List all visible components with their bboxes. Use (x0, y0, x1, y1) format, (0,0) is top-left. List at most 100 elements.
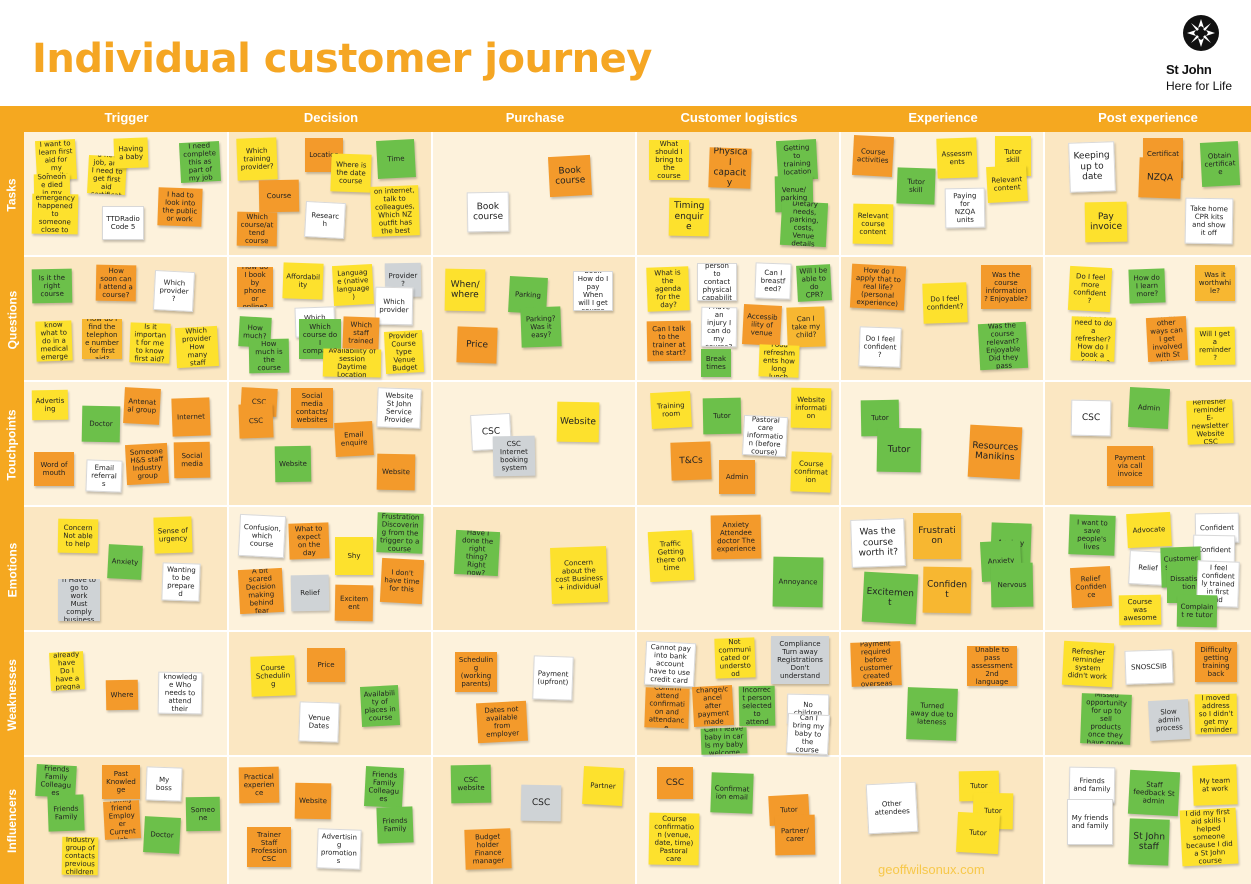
row-label-influencers: Influencers (0, 757, 24, 884)
cell-emotions-purchase: Have I done the right thing? Right now?C… (433, 507, 635, 630)
sticky-note: I have an injury I can do my course? (700, 306, 738, 348)
sticky-note: Will I get a reminder? (1194, 326, 1236, 366)
sticky-note: Which training provider? (236, 137, 278, 181)
sticky-note: Is it the right course (31, 268, 73, 304)
sticky-note: My team at work (1192, 764, 1238, 806)
sticky-note: Doctor (143, 816, 181, 854)
sticky-note: How do I book by phone or online? (237, 267, 273, 307)
sticky-note: Which staff trained (342, 316, 380, 350)
sticky-note: Which course Which provider How many sta… (174, 325, 220, 369)
sticky-note: Friends and family (1068, 766, 1116, 804)
sticky-note: Book course (466, 191, 510, 233)
sticky-note: Affordability (282, 262, 324, 300)
sticky-note: Physical capacity (708, 147, 752, 189)
sticky-note: Antenatal group (123, 387, 161, 425)
sticky-note: Partner/ carer (774, 814, 816, 856)
sticky-note: Excitement (861, 571, 919, 625)
cell-tasks-trigger: I want to learn first aid for my familyS… (24, 132, 227, 255)
sticky-note: Missed opportunity for up to sell produc… (1080, 693, 1132, 745)
sticky-note: Obtain certificate (1199, 141, 1241, 187)
sticky-note: I moved address so I didn't get my remin… (1194, 693, 1238, 735)
sticky-note: Food refreshments how long lunch (758, 344, 800, 378)
sticky-note: How do I learn more? (1128, 268, 1166, 304)
sticky-note: Someone (185, 796, 221, 832)
sticky-note: CSC website (450, 764, 492, 804)
sticky-note: Anxiety (107, 544, 143, 580)
sticky-note: Social media (173, 441, 211, 479)
sticky-note: Course confirmation (790, 451, 832, 493)
cell-questions-trigger: Is it the right course How soon can I att… (24, 257, 227, 380)
sticky-note: Is it important for me to know first aid… (129, 322, 171, 364)
sticky-note: Refresher reminder system didn't work (1061, 640, 1115, 688)
sticky-note: Tutor skill (896, 167, 936, 205)
sticky-note: Course confirmation (venue, date, time) … (648, 812, 700, 866)
sticky-note: Budget holder Finance manager (464, 828, 512, 870)
sticky-note: Frustration Discovering from the trigger… (376, 512, 424, 554)
sticky-note: Other attendees (865, 781, 919, 835)
sticky-note: Social media contacts/ websites (291, 388, 333, 428)
sticky-note: Shy (335, 537, 373, 575)
sticky-note: Frustration Have to go to work Must comp… (58, 579, 100, 621)
sticky-note: When do I need to do a refresher? How do… (1070, 316, 1116, 362)
sticky-note: NZQA (1138, 157, 1182, 199)
cell-weaknesses-trigger: What I already have Do I have a pregnanc… (24, 632, 227, 755)
sticky-note: Relief (290, 574, 330, 612)
sticky-note: Want to change/cancel after payment made… (691, 684, 735, 728)
sticky-note: What should I bring to the course (649, 140, 689, 180)
sticky-note: Keeping up to date (1068, 141, 1116, 193)
sticky-note: Payment required before customer created… (850, 641, 902, 687)
sticky-note: How do I book How do I pay When will I g… (573, 271, 613, 311)
sticky-note: Can I leave baby in car Is my baby welco… (700, 727, 748, 755)
sticky-note: Time (376, 139, 416, 179)
sticky-note: How soon can I attend a course? (95, 264, 137, 302)
sticky-note: TTDRadio Code 5 (102, 206, 144, 240)
sticky-note: Admin (719, 460, 755, 494)
sticky-note: Can I take my child? (786, 306, 826, 348)
sticky-note: Book course (547, 154, 593, 198)
column-header-trigger: Trigger (104, 110, 149, 125)
row-label-text: Touchpoints (5, 408, 20, 481)
sticky-note: Do I know what to do in a medical emerge… (35, 320, 73, 362)
sticky-note: Timing enquire (668, 197, 710, 237)
sticky-note: How do I find the telephone number for f… (82, 319, 122, 359)
sticky-note: Assessments (936, 137, 978, 179)
sticky-note: Not communicated or understood (714, 637, 756, 679)
sticky-note: Industry group of contacts previous chil… (61, 836, 99, 876)
sticky-note: How do I apply that to real life? (perso… (849, 263, 907, 311)
page-title: Individual customer journey (32, 36, 652, 82)
sticky-note: Price (456, 326, 498, 364)
sticky-note: Traffic Getting there on time (647, 529, 695, 583)
sticky-note: Concern Not able to help (57, 518, 99, 554)
sticky-note: Advocate (1126, 511, 1172, 549)
sticky-note: Which provider? (152, 269, 196, 313)
sticky-note: Friends Family (47, 794, 85, 832)
sticky-note: Which course do I compare? (299, 319, 341, 359)
sticky-note: What other ways can I get involved with … (1145, 315, 1189, 363)
sticky-note: Course Scheduling (250, 655, 296, 697)
logo-name: St John (1166, 62, 1212, 77)
sticky-note: Dietary needs, parking, costs, Venue det… (779, 200, 829, 248)
column-header-customer-logistics: Customer logistics (680, 110, 798, 125)
sticky-note: Website St John Service Provider (376, 387, 422, 429)
sticky-note: Tutor (702, 397, 742, 435)
sticky-note: Right person to contact physical capabil… (697, 263, 737, 301)
sticky-note: Tutor (876, 427, 922, 473)
sticky-note: Wanting to be prepared (161, 562, 201, 602)
column-header-bar (0, 106, 1251, 132)
sticky-note: Friends Family Colleagues (35, 763, 77, 799)
sticky-note: Availability of session Daytime Location (322, 348, 382, 378)
sticky-note: Trainer Staff Profession CSC (247, 827, 291, 867)
sticky-note: Website (274, 445, 312, 483)
sticky-note: Turned away due to lateness (906, 687, 958, 741)
sticky-note: Confirm attend confirmation and attendan… (644, 687, 690, 729)
sticky-note: Annoyance (772, 556, 824, 608)
